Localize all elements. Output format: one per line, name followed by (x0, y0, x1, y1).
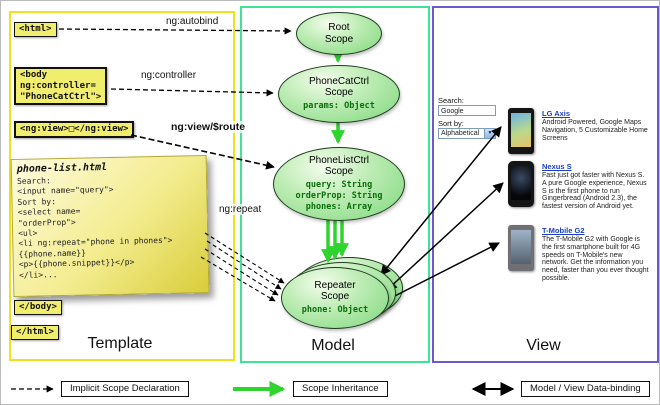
phonecat-scope-title: PhoneCatCtrl Scope (308, 75, 370, 99)
view-sort-value: Alphabetical (441, 130, 480, 137)
phonecat-scope-props: params: Object (303, 100, 375, 111)
phone-list-note: phone-list.html Search: <input name="que… (10, 154, 210, 298)
phone-image-lg-axis (508, 108, 534, 154)
template-panel (9, 11, 235, 361)
phone-screen (511, 113, 531, 147)
ng-autobind-label: ng:autobind (164, 16, 221, 27)
view-sortby-label: Sort by: (438, 119, 464, 128)
ng-view-route-label: ng:view/$route (169, 121, 248, 133)
legend-implicit-scope: Implicit Scope Declaration (61, 381, 189, 397)
phone-image-tmobile-g2 (508, 225, 534, 271)
view-search-label: Search: (438, 96, 464, 105)
phone-image-nexus-s (508, 161, 534, 207)
view-search-input: Google (438, 105, 496, 116)
view-sort-select: Alphabetical ▼ (438, 128, 496, 139)
html-open-tag: <html> (14, 22, 57, 37)
legend-scope-inheritance: Scope Inheritance (293, 381, 388, 397)
view-panel-label: View (526, 337, 561, 354)
phone-desc-lg-axis: Android Powered, Google Maps Navigation,… (542, 119, 648, 142)
phone-screen (511, 230, 531, 264)
phone-link-lg-axis: LG Axis (542, 109, 571, 118)
phonelist-scope-ellipse: PhoneListCtrl Scope query: String orderP… (273, 147, 405, 221)
body-open-tag: <body ng:controller= "PhoneCatCtrl"> (14, 67, 108, 106)
phone-link-tmobile-g2: T-Mobile G2 (542, 226, 585, 235)
phone-link-nexus-s: Nexus S (542, 162, 572, 171)
dropdown-arrow-icon: ▼ (484, 129, 495, 138)
repeater-scope-ellipse: Repeater Scope phone: Object (281, 267, 389, 329)
legend-databinding: Model / View Data-binding (521, 381, 650, 397)
phonecat-scope-ellipse: PhoneCatCtrl Scope params: Object (278, 65, 400, 123)
repeater-scope-props: phone: Object (301, 304, 369, 315)
phonelist-scope-props: query: String orderProp: String phones: … (295, 179, 383, 213)
repeater-scope-title: Repeater Scope (314, 279, 356, 303)
ng-repeat-label: ng:repeat (217, 204, 264, 215)
template-panel-label: Template (87, 335, 153, 352)
root-scope-title: Root Scope (324, 22, 354, 45)
ng-controller-label: ng:controller (139, 70, 199, 81)
phone-screen (511, 166, 531, 200)
phone-desc-tmobile-g2: The T-Mobile G2 with Google is the first… (542, 236, 649, 283)
body-close-tag: </body> (14, 300, 62, 315)
phonelist-scope-title: PhoneListCtrl Scope (308, 154, 370, 178)
html-close-tag: </html> (11, 325, 59, 340)
root-scope-ellipse: Root Scope (296, 12, 382, 55)
phone-desc-nexus-s: Fast just got faster with Nexus S. A pur… (542, 172, 647, 211)
phone-list-note-code: Search: <input name="query"> Sort by: <s… (16, 176, 173, 280)
model-panel-label: Model (311, 337, 355, 354)
ng-view-tag: <ng:view>□</ng:view> (14, 121, 135, 138)
